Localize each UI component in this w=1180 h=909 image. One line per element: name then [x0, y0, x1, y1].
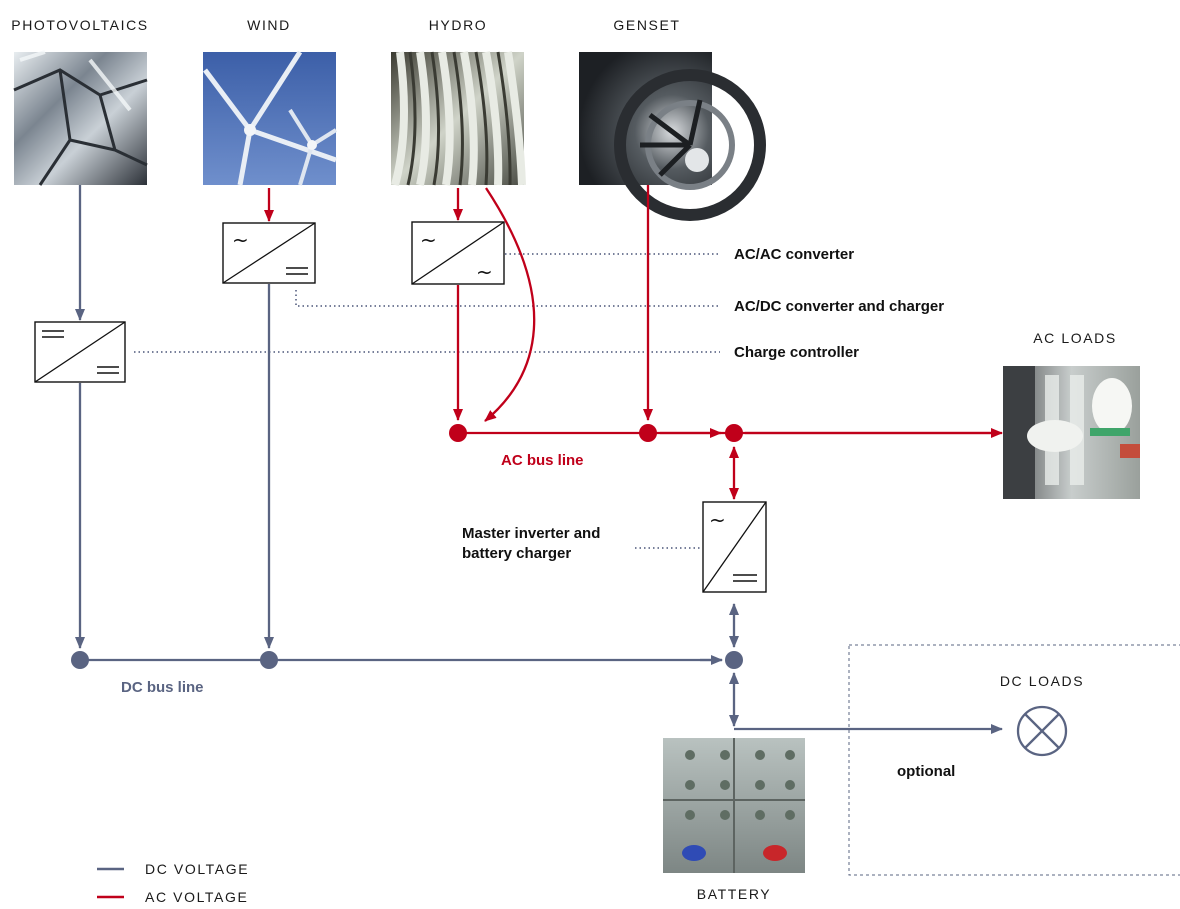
battery-photo	[663, 738, 805, 873]
photovoltaics-label: PHOTOVOLTAICS	[11, 17, 149, 33]
ac-lines	[269, 185, 1002, 499]
battery-label: BATTERY	[697, 886, 771, 902]
legend: DC VOLTAGE AC VOLTAGE	[97, 861, 249, 905]
master-inverter-label-line1: Master inverter and	[462, 525, 600, 542]
master-inverter-label-line2: battery charger	[462, 545, 571, 562]
optional-label: optional	[897, 763, 955, 780]
genset-photo	[579, 52, 760, 215]
wind-label: WIND	[247, 17, 291, 33]
ac-symbol: ~	[709, 508, 726, 532]
dc-junction-dot	[725, 651, 743, 669]
ac-ac-converter-label: AC/AC converter	[734, 246, 854, 263]
ac-symbol: ~	[476, 260, 493, 284]
ac-dc-converter-box: ~	[223, 223, 315, 283]
genset-label: GENSET	[613, 17, 680, 33]
ac-bus-label: AC bus line	[501, 452, 584, 469]
wind-photo	[203, 52, 336, 185]
dc-junction-dot	[71, 651, 89, 669]
ac-junction-dot	[639, 424, 657, 442]
ac-symbol: ~	[232, 228, 249, 252]
ac-legend-label: AC VOLTAGE	[145, 889, 248, 905]
ac-ac-converter-box: ~ ~	[412, 222, 504, 284]
ac-junction-dot	[725, 424, 743, 442]
charge-controller-label: Charge controller	[734, 344, 859, 361]
hydro-label: HYDRO	[429, 17, 488, 33]
dc-junction-dot	[260, 651, 278, 669]
master-inverter-box: ~	[703, 502, 766, 592]
ac-loads-photo	[1003, 366, 1140, 499]
lamp-icon	[1018, 707, 1066, 755]
ac-dc-converter-label: AC/DC converter and charger	[734, 298, 944, 315]
dc-legend-label: DC VOLTAGE	[145, 861, 249, 877]
hydro-photo	[391, 52, 524, 185]
ac-junction-dot	[449, 424, 467, 442]
ac-loads-label: AC LOADS	[1033, 330, 1117, 346]
dc-loads-label: DC LOADS	[1000, 673, 1084, 689]
photovoltaics-photo	[14, 52, 147, 185]
ac-symbol: ~	[420, 228, 437, 252]
charge-controller-box	[35, 322, 125, 382]
callout-leaders	[134, 254, 720, 548]
dc-bus-label: DC bus line	[121, 679, 204, 696]
